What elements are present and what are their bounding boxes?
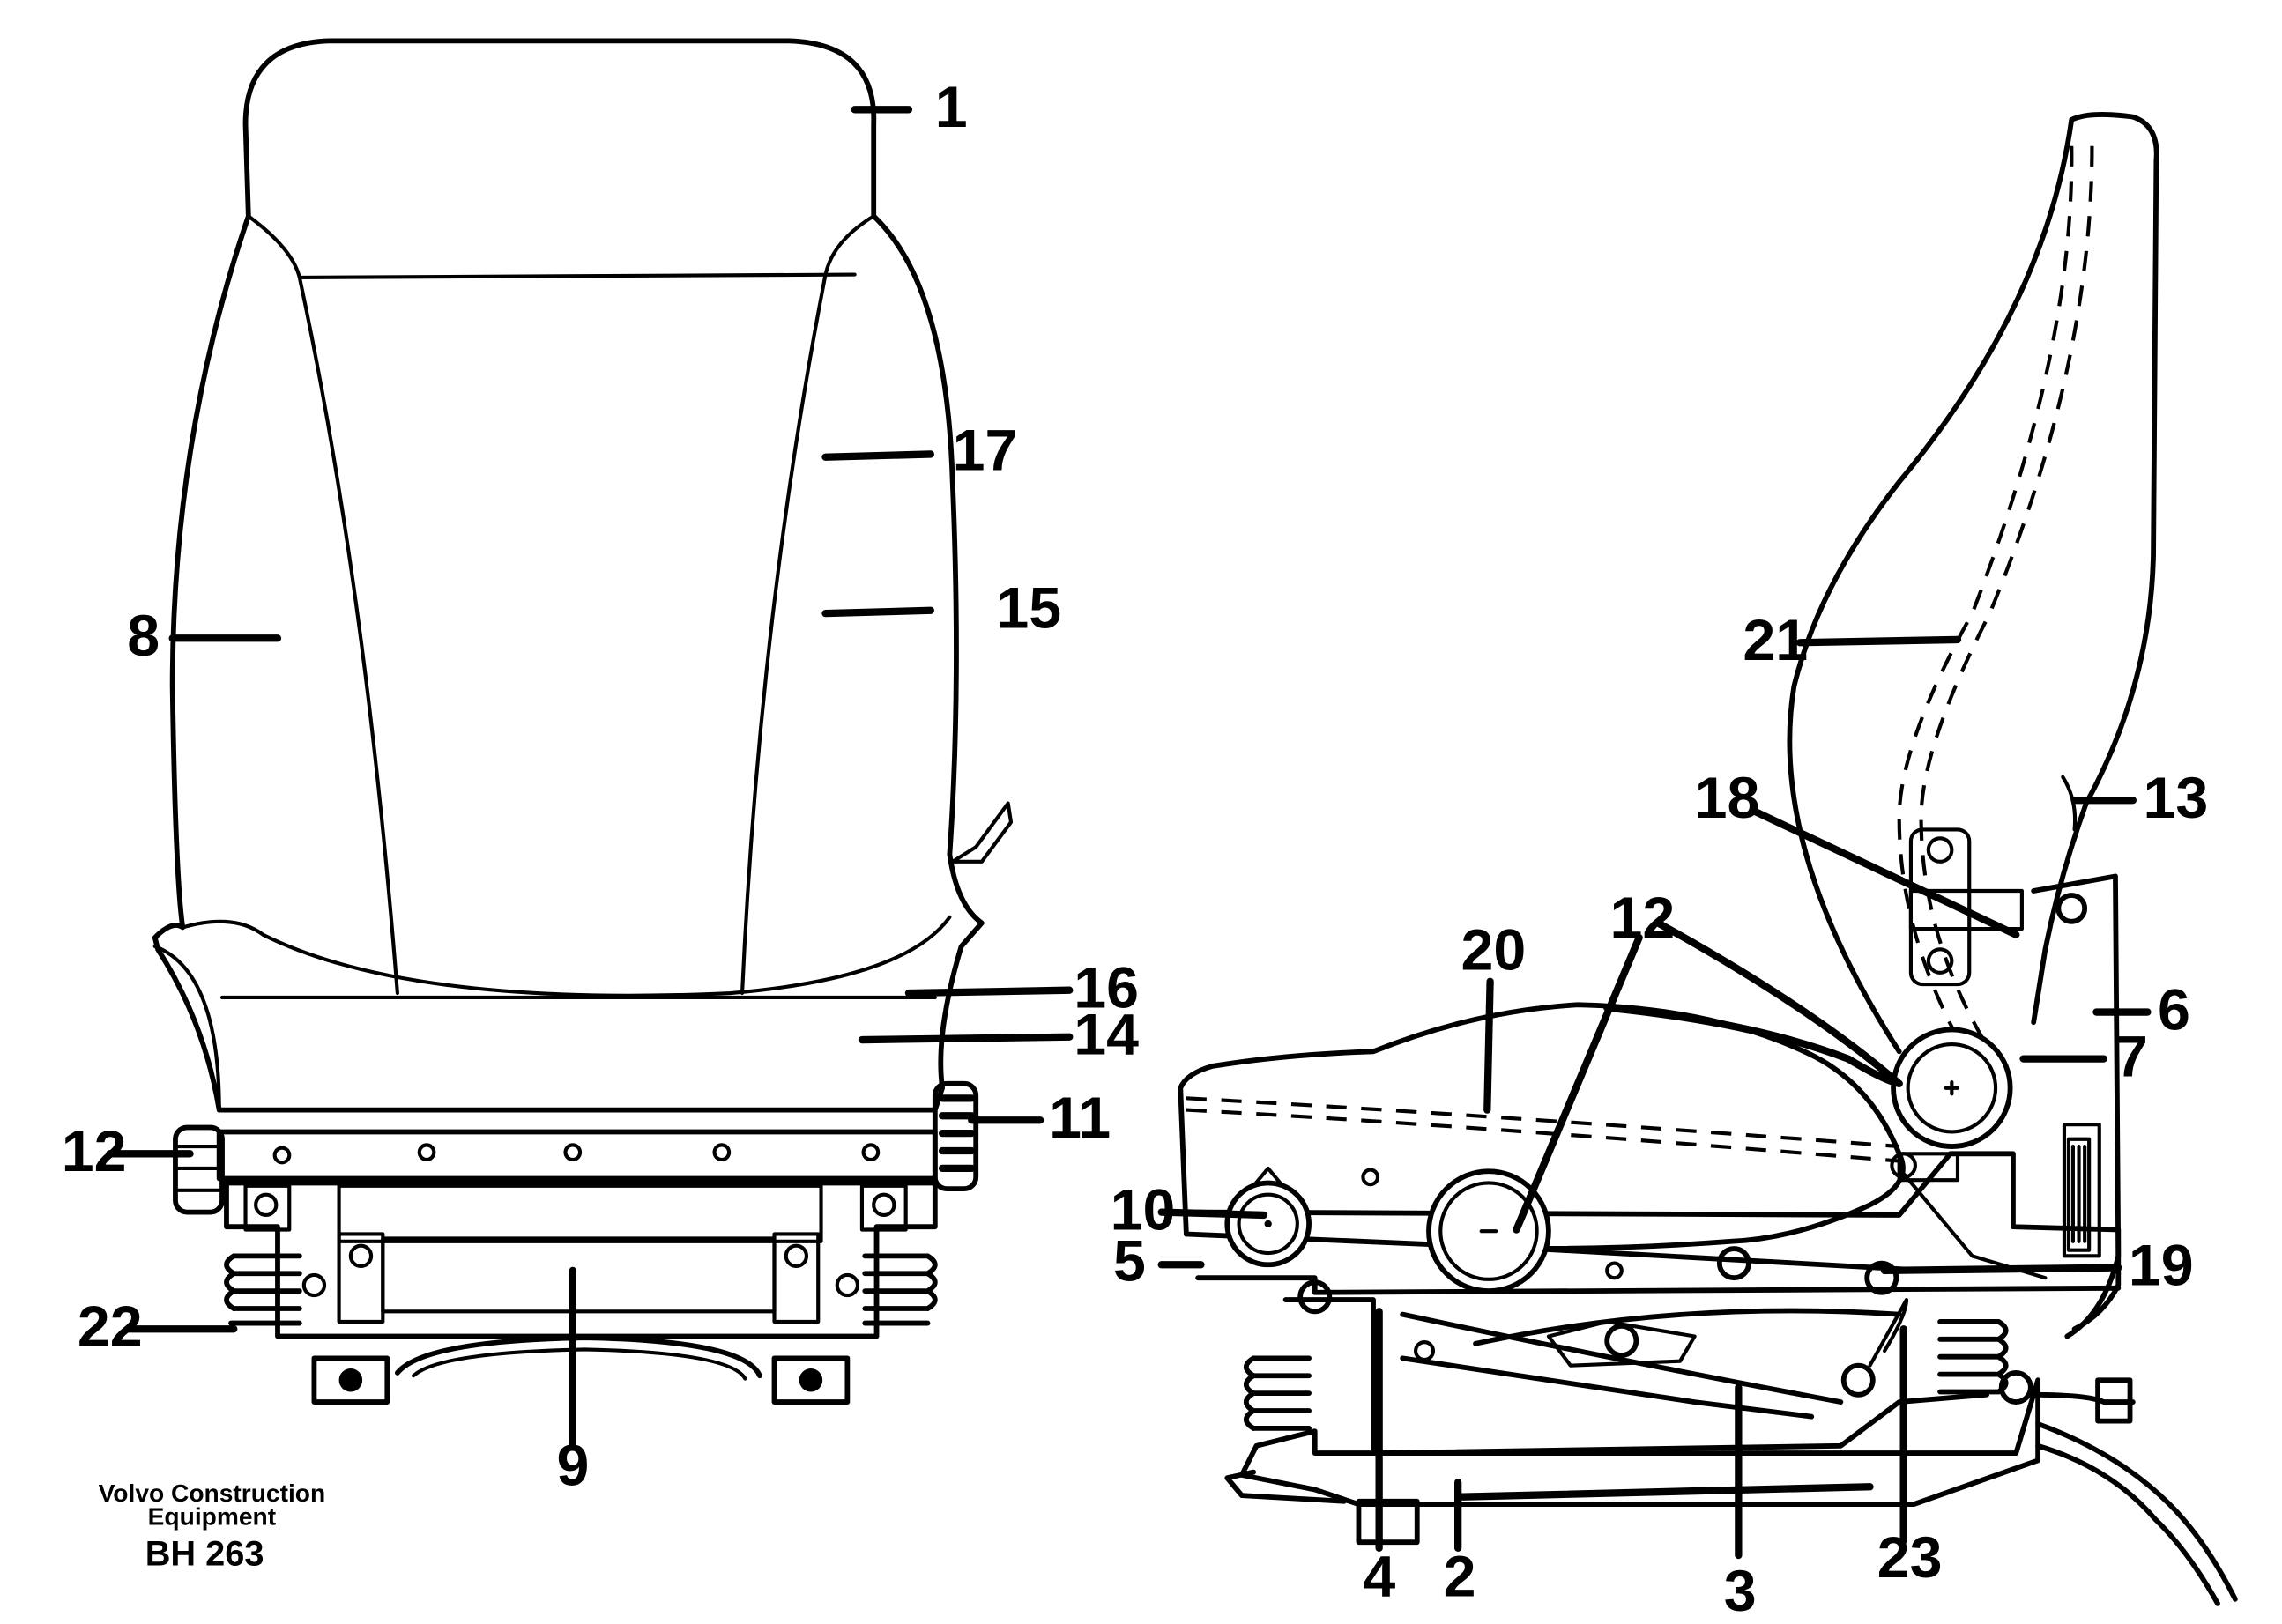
callout-side-18: 18	[1695, 766, 1760, 831]
callout-side-2: 2	[1444, 1545, 1476, 1610]
front-left-knob	[173, 1124, 225, 1215]
front-view-callout-labels: 1 17 8 15 16 14 12 11 22 9	[62, 75, 1139, 1498]
side-view-seat	[1178, 112, 2238, 1606]
callout-side-13: 13	[2143, 766, 2208, 831]
side-view-callout-labels: 21 13 18 12 20 6 7 10 5 19 4 2 3 23	[1111, 608, 2208, 1624]
callout-front-11: 11	[1049, 1086, 1111, 1151]
callout-front-1: 1	[935, 75, 968, 140]
front-view-seat	[152, 38, 1014, 1405]
backrest-outline	[152, 38, 985, 1113]
callout-side-20: 20	[1461, 917, 1526, 983]
callout-front-12: 12	[62, 1119, 127, 1184]
callout-side-4: 4	[1363, 1545, 1395, 1610]
callout-front-9: 9	[557, 1434, 590, 1499]
front-right-knob	[932, 1080, 979, 1192]
side-backrest-outline	[1787, 112, 2159, 1055]
callout-side-3: 3	[1724, 1559, 1757, 1624]
callout-front-8: 8	[127, 604, 160, 669]
side-view-leaders	[1157, 635, 2152, 1560]
callout-side-19: 19	[2129, 1233, 2194, 1298]
front-left-spring	[224, 1253, 302, 1326]
callout-side-23: 23	[1877, 1525, 1943, 1591]
callout-front-15: 15	[996, 576, 1061, 641]
front-right-spring	[862, 1253, 938, 1326]
callout-front-14: 14	[1074, 1003, 1139, 1068]
caption-line-1: Volvo Construction	[99, 1479, 326, 1507]
figure-code: BH 263	[145, 1535, 264, 1574]
callout-side-10: 10	[1111, 1178, 1176, 1243]
front-view-leaders	[106, 106, 1074, 1450]
callout-side-7: 7	[2115, 1024, 2148, 1089]
callout-side-12: 12	[1610, 886, 1676, 951]
side-cushion-outline	[1178, 1002, 1906, 1251]
caption-line-2: Equipment	[148, 1502, 277, 1530]
seat-frame-bar	[216, 1129, 938, 1182]
callout-side-21: 21	[1743, 608, 1808, 673]
callout-front-16: 16	[1074, 956, 1139, 1021]
callout-side-6: 6	[2158, 977, 2190, 1042]
figure-caption: Volvo Construction Equipment BH 263	[99, 1479, 326, 1574]
callout-front-22: 22	[78, 1294, 143, 1360]
callout-side-5: 5	[1113, 1229, 1146, 1294]
callout-front-17: 17	[953, 419, 1018, 484]
